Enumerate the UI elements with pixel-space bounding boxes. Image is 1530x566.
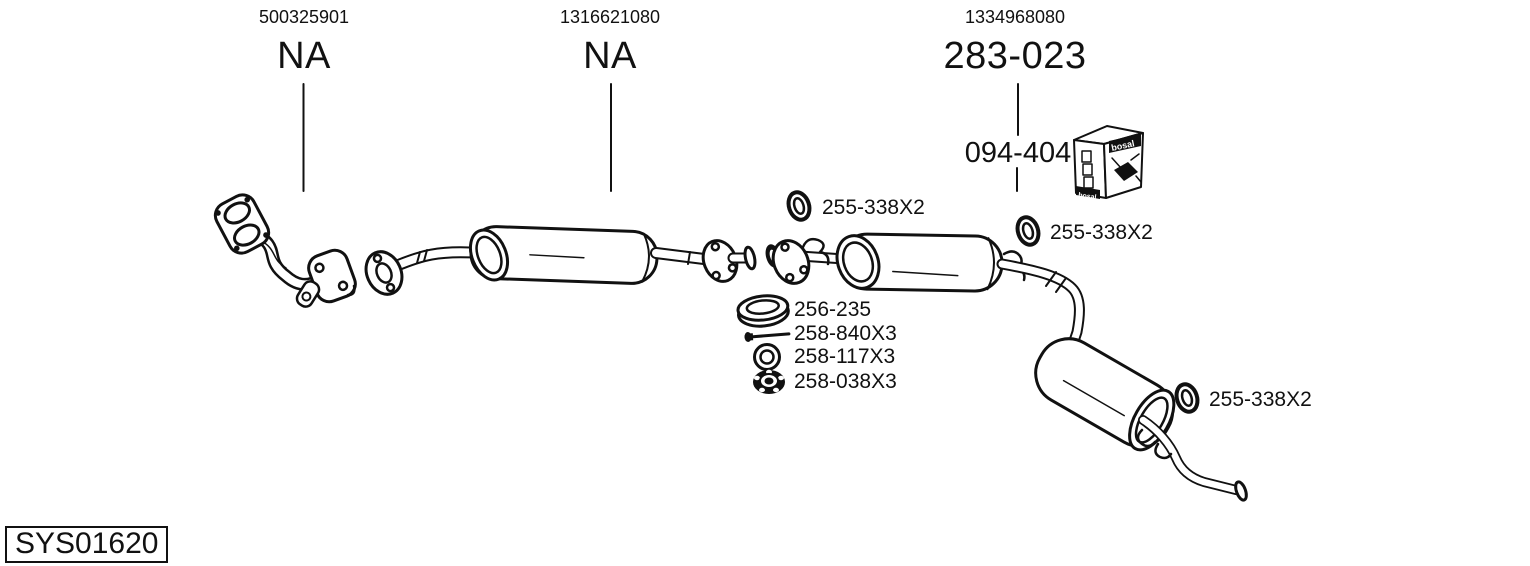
gasket-ring-icon (1174, 382, 1200, 414)
bosal-logo-text: bosal (1110, 138, 1135, 153)
part-number-front-pipe: NA (277, 35, 331, 77)
bosal-logo-text: bosal (1078, 192, 1097, 201)
gasket-ring-icon (1015, 215, 1041, 247)
system-code-badge: SYS01620 (5, 526, 169, 563)
center-silencer-drawing (364, 225, 757, 296)
part-number-rear-silencer: 283-023 (943, 35, 1087, 77)
part-number-center-silencer: NA (583, 35, 637, 77)
hardware-label-bolt: 258-840X3 (794, 322, 897, 345)
oe-number-front-pipe: 500325901 (258, 7, 350, 27)
gasket-ring-icon (786, 190, 812, 222)
part-number-fitting-kit: 094-404 (964, 137, 1072, 169)
gasket-label-middle: 255-338X2 (1050, 221, 1153, 244)
gasket-label-rear: 255-338X2 (1209, 388, 1312, 411)
washer-icon (753, 343, 781, 371)
gasket-label-front: 255-338X2 (822, 196, 925, 219)
flange-nut-icon (753, 369, 785, 394)
hardware-label-ring: 256-235 (794, 298, 872, 321)
oe-number-center-silencer: 1316621080 (559, 7, 661, 27)
bolt-icon (744, 332, 791, 342)
front-downpipe-drawing (213, 193, 357, 308)
flat-gasket-ring-icon (736, 294, 790, 328)
hardware-label-washer: 258-117X3 (794, 345, 896, 368)
hardware-label-nut: 258-038X3 (794, 370, 897, 393)
leader-lines (302, 83, 1019, 192)
rear-silencer-drawing (765, 232, 1248, 502)
bosal-box-icon: bosal bosal (1073, 125, 1144, 202)
oe-number-rear-silencer: 1334968080 (964, 7, 1066, 27)
